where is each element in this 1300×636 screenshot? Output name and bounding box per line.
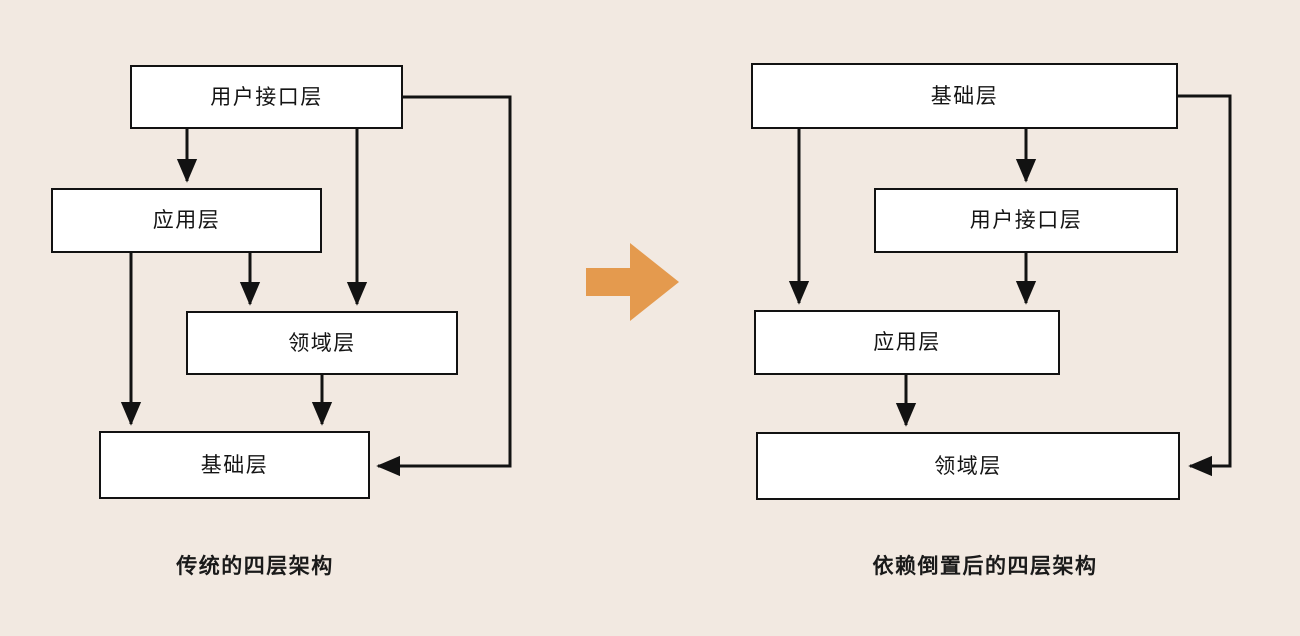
node-right-infra[interactable]: 基础层 bbox=[751, 63, 1178, 129]
transform-arrow bbox=[586, 243, 679, 321]
node-right-infra-label: 基础层 bbox=[930, 84, 999, 108]
node-right-app[interactable]: 应用层 bbox=[754, 310, 1060, 375]
node-left-infra-label: 基础层 bbox=[200, 453, 269, 477]
node-left-ui[interactable]: 用户接口层 bbox=[130, 65, 403, 129]
node-right-domain-label: 领域层 bbox=[934, 454, 1002, 478]
node-right-ui-label: 用户接口层 bbox=[969, 209, 1083, 232]
node-right-ui[interactable]: 用户接口层 bbox=[874, 188, 1178, 253]
node-left-domain-label: 领域层 bbox=[288, 331, 356, 355]
edge-left-ui-to-infra-loop bbox=[376, 95, 512, 477]
node-left-ui-label: 用户接口层 bbox=[210, 85, 323, 109]
node-left-infra[interactable]: 基础层 bbox=[99, 431, 370, 499]
edge-right-infra-to-domain-loop bbox=[1178, 94, 1232, 477]
node-left-app[interactable]: 应用层 bbox=[51, 188, 322, 253]
node-right-domain[interactable]: 领域层 bbox=[756, 432, 1180, 500]
node-right-app-label: 应用层 bbox=[873, 331, 941, 354]
node-left-domain[interactable]: 领域层 bbox=[186, 311, 458, 375]
caption-right-diagram: 依赖倒置后的四层架构 bbox=[872, 555, 1098, 578]
node-left-app-label: 应用层 bbox=[152, 209, 221, 232]
caption-left-diagram: 传统的四层架构 bbox=[176, 555, 334, 578]
